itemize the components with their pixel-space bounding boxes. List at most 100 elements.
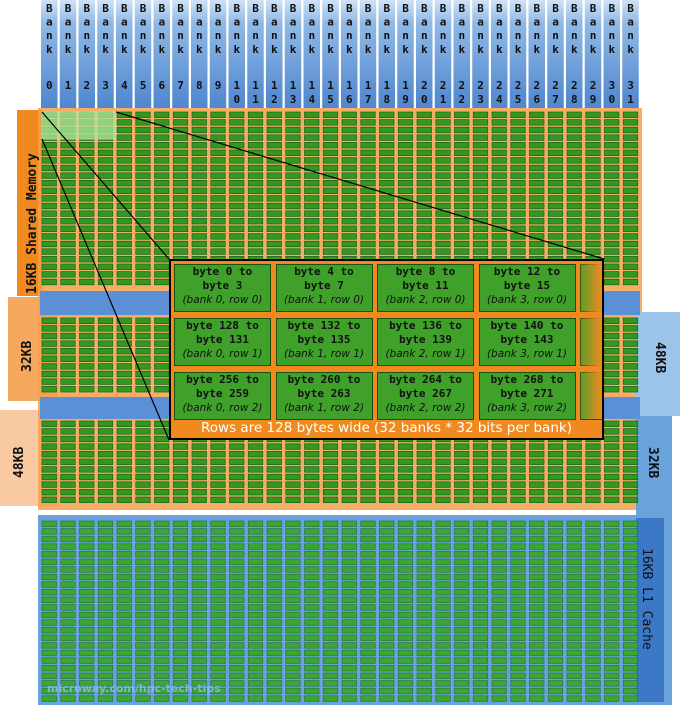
bank-label-char: a (608, 16, 615, 29)
byte-range-text: byte 128 to (186, 319, 259, 332)
memory-cell (79, 256, 95, 263)
memory-cell (210, 566, 226, 573)
memory-cell (116, 202, 132, 210)
memory-cell (360, 164, 376, 172)
memory-cell (266, 680, 282, 687)
memory-cell (472, 466, 489, 473)
memory-cell (547, 458, 564, 465)
memory-cell (622, 180, 639, 187)
memory-cell (79, 496, 95, 503)
memory-cell (97, 473, 114, 481)
memory-cell (79, 187, 95, 194)
bank-label-char: B (233, 2, 240, 15)
memory-cell (79, 233, 95, 240)
memory-cell (247, 218, 264, 225)
memory-cell (41, 172, 57, 179)
memory-cell (416, 543, 432, 550)
memory-cell (341, 672, 357, 679)
memory-cell (454, 111, 470, 118)
memory-cell (154, 126, 170, 134)
memory-cell (172, 218, 189, 225)
memory-cell (435, 248, 451, 255)
memory-cell (266, 665, 282, 672)
memory-cell (416, 558, 432, 565)
memory-cell (529, 604, 545, 611)
memory-cell (116, 240, 132, 248)
memory-cell (622, 473, 639, 481)
bank-label-char: k (515, 43, 522, 56)
memory-cell (547, 581, 564, 588)
bank-row-label: (bank 0, row 1) (182, 348, 263, 360)
memory-cell (97, 611, 114, 619)
memory-cell (585, 627, 601, 634)
memory-cell (379, 134, 395, 141)
bank-column (191, 0, 208, 108)
memory-cell (472, 649, 489, 657)
memory-cell (154, 589, 170, 596)
memory-cell (285, 566, 301, 573)
memory-cell (97, 157, 114, 164)
memory-cell (622, 458, 639, 465)
bank-label-char: B (421, 2, 428, 15)
memory-cell (529, 134, 545, 141)
memory-cell (529, 142, 545, 149)
memory-cell (247, 634, 264, 641)
memory-cell (360, 233, 376, 240)
bank-label-char: k (308, 43, 315, 56)
memory-cell (60, 489, 76, 496)
memory-cell (79, 248, 95, 255)
memory-cell (285, 619, 301, 626)
memory-cell (97, 581, 114, 588)
memory-cell (529, 180, 545, 187)
memory-cell (172, 164, 189, 172)
memory-cell (266, 489, 282, 496)
bank-label-char: k (177, 43, 184, 56)
memory-cell (397, 180, 414, 187)
memory-cell (566, 149, 582, 156)
memory-cell (491, 657, 507, 664)
memory-cell (585, 551, 601, 558)
memory-cell (622, 233, 639, 240)
memory-cell (79, 642, 95, 649)
memory-cell (435, 119, 451, 126)
memory-cell (454, 119, 470, 126)
memory-cell (41, 348, 57, 355)
memory-cell (191, 195, 207, 202)
memory-cell (79, 481, 95, 488)
memory-cell (360, 142, 376, 149)
memory-cell (341, 566, 357, 573)
memory-cell (472, 210, 489, 217)
memory-cell (97, 378, 114, 385)
memory-cell (154, 142, 170, 149)
memory-cell (79, 596, 95, 603)
memory-cell (547, 157, 564, 164)
bank-label-char: k (327, 43, 334, 56)
memory-cell (266, 657, 282, 664)
memory-cell (304, 149, 320, 156)
memory-cell (79, 451, 95, 458)
memory-cell (435, 604, 451, 611)
memory-cell (41, 528, 57, 535)
memory-cell (247, 672, 264, 679)
memory-cell (266, 466, 282, 473)
memory-cell (510, 451, 526, 458)
memory-cell (604, 443, 620, 450)
memory-cell (622, 528, 639, 535)
memory-cell (191, 210, 207, 217)
memory-cell (529, 687, 545, 695)
memory-cell (116, 386, 132, 393)
memory-cell (116, 443, 132, 450)
bank-label-char: B (196, 2, 203, 15)
memory-cell (60, 649, 76, 657)
memory-cell (454, 589, 470, 596)
memory-cell (397, 543, 414, 550)
memory-cell (116, 256, 132, 263)
label-16kb-shared: 16KB Shared Memory (25, 153, 40, 294)
memory-cell (435, 458, 451, 465)
